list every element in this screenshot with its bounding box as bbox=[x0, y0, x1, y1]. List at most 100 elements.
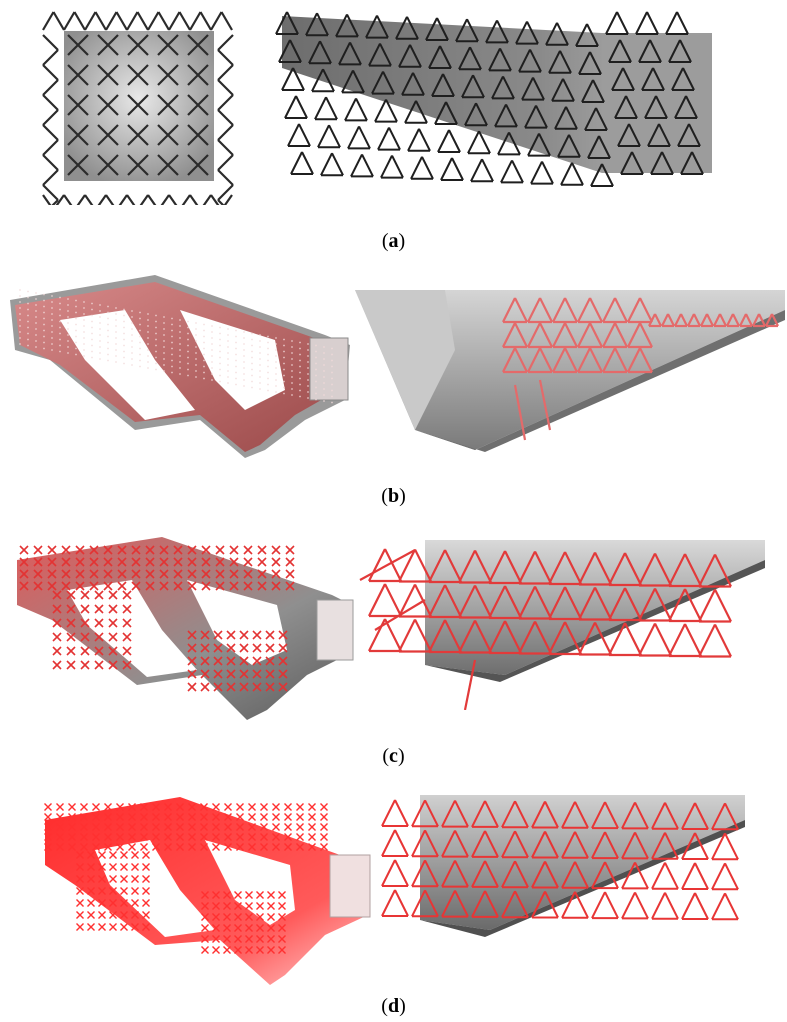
lattice-strut bbox=[488, 550, 506, 584]
lattice-strut bbox=[131, 557, 141, 567]
lattice-strut bbox=[142, 911, 150, 919]
lattice-strut bbox=[187, 581, 197, 591]
surface-point bbox=[27, 296, 29, 299]
lattice-strut bbox=[147, 194, 157, 205]
surface-point bbox=[115, 307, 117, 309]
lattice-strut bbox=[76, 863, 84, 871]
lattice-strut bbox=[76, 887, 84, 895]
lattice-strut bbox=[611, 67, 624, 91]
lattice-strut bbox=[308, 833, 316, 841]
lattice-strut bbox=[284, 803, 292, 811]
lattice-strut bbox=[226, 643, 236, 653]
lattice-strut bbox=[245, 902, 253, 910]
surface-point bbox=[99, 316, 101, 318]
lattice-strut bbox=[226, 630, 236, 640]
lattice-strut bbox=[556, 22, 569, 46]
lattice-strut bbox=[120, 851, 128, 859]
lattice-strut bbox=[80, 803, 88, 811]
surface-point bbox=[259, 358, 261, 360]
surface-point bbox=[227, 334, 229, 336]
lattice-strut bbox=[278, 630, 288, 640]
lattice-strut bbox=[33, 569, 43, 579]
surface-point bbox=[259, 352, 261, 354]
lattice-strut bbox=[61, 545, 71, 555]
surface-point bbox=[307, 349, 309, 351]
lattice-strut bbox=[127, 94, 149, 116]
surface-point bbox=[307, 361, 309, 363]
lattice-strut bbox=[561, 801, 576, 829]
lattice-strut bbox=[140, 843, 148, 851]
lattice-strut bbox=[224, 813, 232, 821]
surface-point bbox=[19, 289, 21, 291]
lattice-strut bbox=[257, 569, 267, 579]
lattice-strut bbox=[414, 619, 432, 652]
lattice-strut bbox=[89, 581, 99, 591]
lattice-strut bbox=[187, 34, 209, 56]
surface-point bbox=[91, 356, 93, 359]
lattice-strut bbox=[68, 833, 76, 841]
surface-point bbox=[99, 340, 101, 342]
lattice-strut bbox=[290, 151, 303, 175]
lattice-strut bbox=[87, 923, 95, 931]
lattice-strut bbox=[758, 313, 766, 327]
lattice-strut bbox=[619, 39, 632, 63]
lattice-strut bbox=[267, 891, 275, 899]
lattice-strut bbox=[140, 813, 148, 821]
surface-point bbox=[91, 314, 93, 317]
lattice-strut bbox=[361, 153, 374, 177]
lattice-strut bbox=[502, 322, 516, 348]
lattice-strut bbox=[201, 569, 211, 579]
lattice-strut bbox=[411, 889, 426, 917]
lattice-strut bbox=[298, 123, 311, 147]
lattice-strut bbox=[278, 682, 288, 692]
surface-point bbox=[331, 353, 333, 356]
surface-point bbox=[323, 388, 325, 390]
surface-point bbox=[267, 335, 269, 338]
surface-point bbox=[179, 355, 181, 357]
surface-point bbox=[91, 338, 93, 341]
lattice-strut bbox=[176, 823, 184, 831]
lattice-strut bbox=[652, 67, 665, 91]
lattice-strut bbox=[608, 552, 626, 586]
surface-point bbox=[19, 301, 21, 303]
lattice-strut bbox=[560, 162, 573, 186]
surface-point bbox=[155, 368, 157, 371]
lattice-strut bbox=[97, 124, 119, 146]
surface-point bbox=[203, 365, 205, 368]
lattice-strut bbox=[272, 803, 280, 811]
lattice-strut bbox=[42, 49, 59, 66]
lattice-strut bbox=[213, 669, 223, 679]
lattice-strut bbox=[502, 347, 516, 373]
surface-point bbox=[75, 323, 77, 326]
lattice-strut bbox=[260, 823, 268, 831]
lattice-strut bbox=[127, 64, 149, 86]
lattice-strut bbox=[131, 887, 139, 895]
lattice-strut bbox=[355, 97, 368, 121]
lattice-strut bbox=[75, 569, 85, 579]
lattice-strut bbox=[578, 622, 596, 655]
surface-point bbox=[163, 334, 165, 336]
lattice-strut bbox=[131, 875, 139, 883]
surface-point bbox=[331, 347, 333, 350]
surface-point bbox=[195, 346, 197, 348]
lattice-strut bbox=[267, 924, 275, 932]
lattice-strut bbox=[381, 889, 396, 917]
lattice-strut bbox=[552, 297, 566, 323]
lattice-strut bbox=[598, 135, 611, 159]
surface-point bbox=[131, 310, 133, 312]
surface-point bbox=[323, 346, 325, 348]
lattice-strut bbox=[592, 79, 605, 103]
lattice-strut bbox=[19, 545, 29, 555]
surface-point bbox=[99, 322, 101, 324]
lattice-strut bbox=[481, 158, 494, 182]
lattice-strut bbox=[311, 68, 324, 92]
surface-point bbox=[243, 337, 245, 339]
lattice-strut bbox=[239, 630, 249, 640]
lattice-strut bbox=[19, 557, 29, 567]
lattice-strut bbox=[127, 154, 149, 176]
lattice-strut bbox=[256, 891, 264, 899]
surface-point bbox=[187, 362, 189, 365]
surface-point bbox=[179, 325, 181, 327]
lattice-strut bbox=[94, 11, 107, 31]
surface-point bbox=[283, 374, 285, 377]
